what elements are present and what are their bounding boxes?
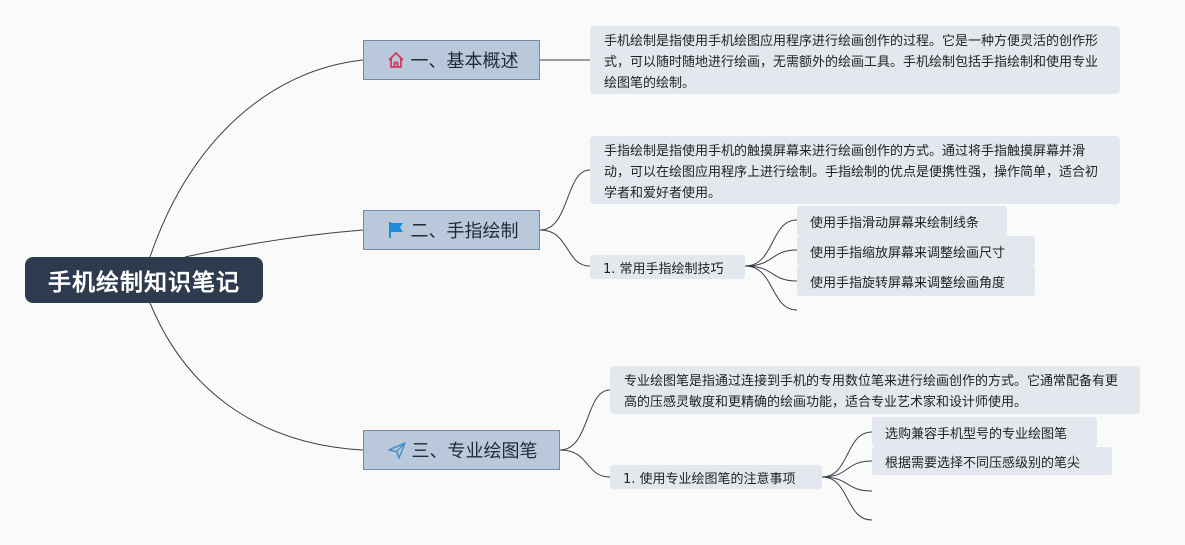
- home-icon: [385, 49, 407, 71]
- tip-item-label: 使用手指旋转屏幕来调整绘画角度: [810, 275, 1006, 291]
- subtopic-label: 1. 常用手指绘制技巧: [603, 261, 724, 277]
- description-text: 手机绘制是指使用手机绘图应用程序进行绘画创作的过程。它是一种方便灵活的创作形式，…: [604, 34, 1099, 91]
- link-root-branch-2: [184, 229, 364, 258]
- tip-item-label: 使用手指缩放屏幕来调整绘画尺寸: [810, 245, 1006, 261]
- link-branch-2-sub: [539, 229, 591, 267]
- link-sub-2-item-3: [744, 265, 798, 282]
- tip-item[interactable]: 使用手指缩放屏幕来调整绘画尺寸: [797, 236, 1035, 266]
- link-sub-3-item-1: [821, 431, 873, 478]
- subtopic-label: 1. 使用专业绘图笔的注意事项: [623, 471, 796, 487]
- tip-item-label: 使用手指滑动屏幕来绘制线条: [810, 215, 980, 231]
- link-root-branch-3: [149, 302, 364, 451]
- description-finger-drawing[interactable]: 手指绘制是指使用手机的触摸屏幕来进行绘画创作的方式。通过将手指触摸屏幕并滑动，可…: [590, 136, 1120, 204]
- tip-item[interactable]: 选购兼容手机型号的专业绘图笔: [872, 417, 1097, 447]
- main-topic-label: 一、基本概述: [410, 51, 519, 72]
- flag-icon: [385, 219, 407, 241]
- tip-item[interactable]: 使用手指旋转屏幕来调整绘画角度: [797, 266, 1035, 296]
- link-sub-2-item-1: [744, 219, 798, 267]
- link-sub-3-item-4: [821, 476, 873, 521]
- description-text: 专业绘图笔是指通过连接到手机的专用数位笔来进行绘画创作的方式。它通常配备有更高的…: [624, 374, 1119, 410]
- main-topic-finger-drawing[interactable]: 二、手指绘制: [363, 210, 540, 250]
- subtopic-finger-techniques[interactable]: 1. 常用手指绘制技巧: [590, 255, 745, 279]
- subtopic-pen-notes[interactable]: 1. 使用专业绘图笔的注意事项: [610, 465, 822, 489]
- link-sub-2-item-4: [744, 265, 798, 311]
- link-branch-3-sub: [559, 449, 611, 478]
- link-sub-2-item-2: [744, 249, 798, 267]
- root-title: 手机绘制知识笔记: [48, 270, 240, 296]
- main-topic-basic-overview[interactable]: 一、基本概述: [363, 40, 540, 80]
- link-branch-2-desc: [539, 169, 591, 231]
- description-basic-overview[interactable]: 手机绘制是指使用手机绘图应用程序进行绘画创作的过程。它是一种方便灵活的创作形式，…: [590, 26, 1120, 94]
- tip-item-label: 根据需要选择不同压感级别的笔尖: [885, 455, 1081, 471]
- link-sub-3-item-3: [821, 476, 873, 492]
- main-topic-label: 二、手指绘制: [410, 221, 519, 242]
- tip-item-label: 选购兼容手机型号的专业绘图笔: [885, 426, 1068, 442]
- main-topic-label: 三、专业绘图笔: [411, 441, 538, 462]
- link-root-branch-1: [149, 59, 364, 258]
- send-icon: [386, 439, 408, 461]
- root-topic[interactable]: 手机绘制知识笔记: [25, 257, 263, 303]
- main-topic-professional-pen[interactable]: 三、专业绘图笔: [363, 430, 560, 470]
- description-professional-pen[interactable]: 专业绘图笔是指通过连接到手机的专用数位笔来进行绘画创作的方式。它通常配备有更高的…: [610, 366, 1140, 414]
- link-branch-3-desc: [559, 389, 611, 451]
- tip-item[interactable]: 根据需要选择不同压感级别的笔尖: [872, 447, 1112, 475]
- link-sub-3-item-2: [821, 460, 873, 478]
- description-text: 手指绘制是指使用手机的触摸屏幕来进行绘画创作的方式。通过将手指触摸屏幕并滑动，可…: [604, 144, 1099, 201]
- tip-item[interactable]: 使用手指滑动屏幕来绘制线条: [797, 206, 1007, 236]
